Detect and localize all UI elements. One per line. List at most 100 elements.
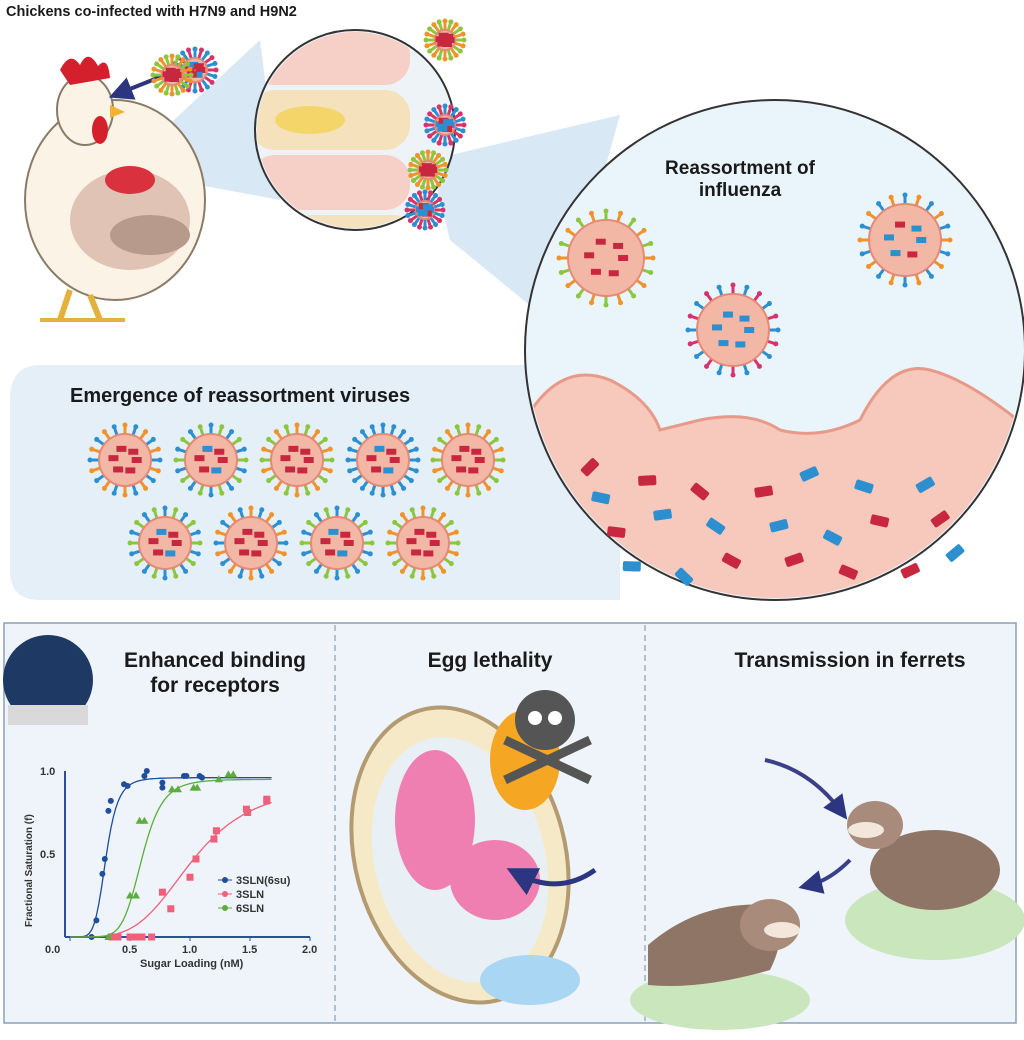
gene-segment-icon	[784, 552, 804, 567]
data-point	[183, 772, 190, 779]
data-point	[99, 870, 106, 877]
data-point	[101, 855, 108, 862]
gene-segment-icon	[653, 508, 672, 521]
gene-segment-icon	[854, 479, 874, 494]
gene-segment-icon	[769, 519, 789, 533]
data-point	[126, 933, 134, 941]
x-axis-label: Sugar Loading (nM)	[140, 958, 244, 970]
gene-segment-icon	[930, 510, 950, 528]
data-point	[132, 933, 140, 941]
injection-arrow	[506, 867, 597, 896]
data-point	[108, 933, 116, 941]
data-point	[104, 933, 113, 940]
x-tick-label: 0.5	[122, 944, 137, 956]
gene-segment-icon	[754, 485, 774, 498]
virus-particle-icon	[423, 103, 467, 147]
virus-particle-icon	[385, 505, 461, 581]
skull-crossbones-icon	[503, 690, 592, 785]
transmission-arrow	[798, 858, 852, 894]
data-point	[159, 784, 166, 791]
fit-curve-6SLN	[70, 778, 272, 938]
data-point	[263, 797, 271, 805]
data-point	[107, 797, 114, 804]
legend-marker	[222, 891, 228, 897]
data-point	[159, 779, 166, 786]
virus-particle-icon	[423, 18, 467, 62]
x-tick-label: 1.0	[182, 944, 197, 956]
data-point	[148, 933, 156, 941]
data-point	[193, 783, 202, 791]
gene-segment-icon	[690, 482, 710, 501]
data-point	[93, 917, 100, 924]
virus-particle-icon	[259, 422, 335, 498]
legend-marker	[222, 877, 228, 883]
data-point	[132, 891, 140, 899]
reassortment-title: Reassortment of influenza	[665, 158, 815, 201]
y-tick-label: 0.5	[40, 849, 55, 861]
data-point	[167, 905, 175, 913]
gene-segment-icon	[915, 476, 935, 493]
virus-particle-icon	[404, 189, 446, 231]
legend-label: 3SLN(6su)	[236, 875, 291, 887]
virus-particle-icon	[685, 282, 781, 378]
data-point	[244, 809, 252, 816]
data-point	[229, 770, 238, 778]
virus-particle-icon	[857, 192, 953, 288]
data-point	[214, 775, 223, 783]
data-point	[210, 835, 218, 843]
grass-patch	[845, 880, 1024, 960]
gene-segment-icon	[721, 552, 742, 569]
ferret-right	[847, 801, 1000, 910]
ferret-left	[648, 899, 800, 986]
gene-segment-icon	[838, 564, 858, 580]
virus-particle-icon	[556, 208, 656, 308]
gene-segment-icon	[706, 517, 726, 535]
emergence-title: Emergence of reassortment viruses	[70, 385, 411, 407]
data-point	[140, 816, 149, 824]
egg-illustration	[349, 705, 580, 1005]
virus-particle-icon	[213, 505, 289, 581]
virus-particle-icon	[430, 422, 506, 498]
gene-segment-icon	[638, 475, 657, 486]
chicken-label: Chickens co-infected with H7N9 and H9N2	[6, 4, 297, 20]
virus-particle-icon	[127, 505, 203, 581]
gene-segment-icon	[622, 561, 641, 572]
virus-particle-icon	[150, 53, 194, 97]
data-point	[141, 772, 148, 779]
gene-segment-icon	[580, 458, 599, 477]
y-axis-label: Fractional Saturation (f)	[24, 814, 35, 927]
gene-segment-icon	[591, 491, 611, 505]
y-tick-label: 1.0	[40, 766, 55, 778]
data-point	[212, 827, 220, 835]
gene-segment-icon	[945, 544, 965, 562]
data-point	[114, 933, 122, 941]
transmission-arrow	[764, 758, 848, 820]
legend-marker	[222, 905, 228, 911]
data-point	[199, 774, 205, 781]
data-point	[186, 873, 194, 881]
gene-segment-icon	[799, 466, 819, 482]
panel-title-binding: Enhanced binding for receptors	[124, 649, 306, 697]
data-point	[174, 785, 182, 793]
data-point	[126, 891, 134, 899]
infection-arrow	[108, 73, 166, 100]
x-tick-label: 0.0	[45, 944, 60, 956]
data-point	[143, 768, 150, 774]
gene-segment-icon	[823, 529, 843, 546]
chicken-illustration	[24, 56, 206, 322]
virus-particle-icon	[299, 505, 375, 581]
legend-label: 6SLN	[236, 903, 264, 915]
virus-particle-icon	[345, 422, 421, 498]
gene-segment-icon	[674, 567, 694, 586]
panel-title-egg: Egg lethality	[427, 649, 553, 672]
panel-title-ferrets: Transmission in ferrets	[734, 649, 966, 672]
gene-segment-icon	[900, 563, 920, 579]
virus-particle-icon	[407, 149, 449, 191]
data-point	[168, 785, 176, 793]
data-point	[158, 888, 166, 896]
x-tick-label: 1.5	[242, 944, 257, 956]
virus-particle-icon	[173, 422, 249, 498]
x-tick-label: 2.0	[302, 944, 317, 956]
